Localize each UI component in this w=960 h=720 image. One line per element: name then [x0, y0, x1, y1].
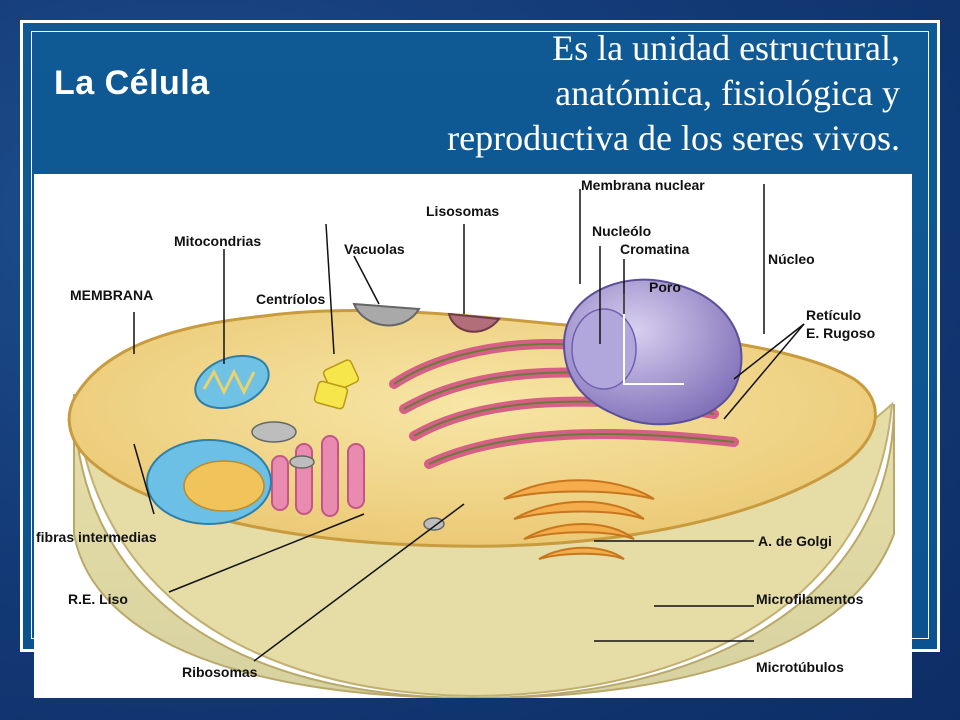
- label-golgi: A. de Golgi: [758, 533, 832, 549]
- lysosome: [447, 312, 501, 333]
- vesicles: [251, 421, 445, 531]
- definition-line-3: reproductiva de los seres vivos.: [447, 118, 900, 158]
- golgi-apparatus: [503, 479, 655, 560]
- label-lisosomas: Lisosomas: [426, 203, 499, 219]
- label-mitocondrias: Mitocondrias: [174, 233, 261, 249]
- label-centriolos: Centríolos: [256, 291, 325, 307]
- definition-text: Es la unidad estructural, anatómica, fis…: [260, 26, 900, 161]
- vacuole: [352, 302, 421, 327]
- nucleolus: [571, 308, 637, 390]
- label-nucleolo: Nucleólo: [592, 223, 651, 239]
- cell-body: [73, 393, 895, 698]
- label-reticulo-1: Retículo: [806, 307, 861, 323]
- label-microfilamentos: Microfilamentos: [756, 591, 864, 607]
- label-vacuolas: Vacuolas: [344, 241, 405, 257]
- label-ribosomas: Ribosomas: [182, 664, 258, 680]
- cell-illustration: Membrana nuclear Lisosomas Nucleólo Crom…: [36, 177, 895, 698]
- cell-diagram: Membrana nuclear Lisosomas Nucleólo Crom…: [34, 174, 912, 698]
- label-re-liso: R.E. Liso: [68, 591, 128, 607]
- label-membrana: MEMBRANA: [70, 287, 153, 303]
- nuclear-cut: [623, 294, 684, 385]
- label-membrana-nuclear: Membrana nuclear: [581, 177, 705, 193]
- slide-title: La Célula: [54, 64, 210, 102]
- label-poro: Poro: [649, 279, 681, 295]
- centrioles: [313, 359, 360, 410]
- definition-line-1: Es la unidad estructural,: [552, 28, 900, 68]
- label-fibras: fibras intermedias: [36, 529, 157, 545]
- leader-lines: [133, 184, 805, 662]
- mitochondrion-2: [146, 439, 272, 525]
- label-nucleo: Núcleo: [768, 251, 815, 267]
- definition-line-2: anatómica, fisiológica y: [555, 73, 900, 113]
- label-microtubulos: Microtúbulos: [756, 659, 844, 675]
- label-cromatina: Cromatina: [620, 241, 689, 257]
- label-reticulo-2: E. Rugoso: [806, 325, 875, 341]
